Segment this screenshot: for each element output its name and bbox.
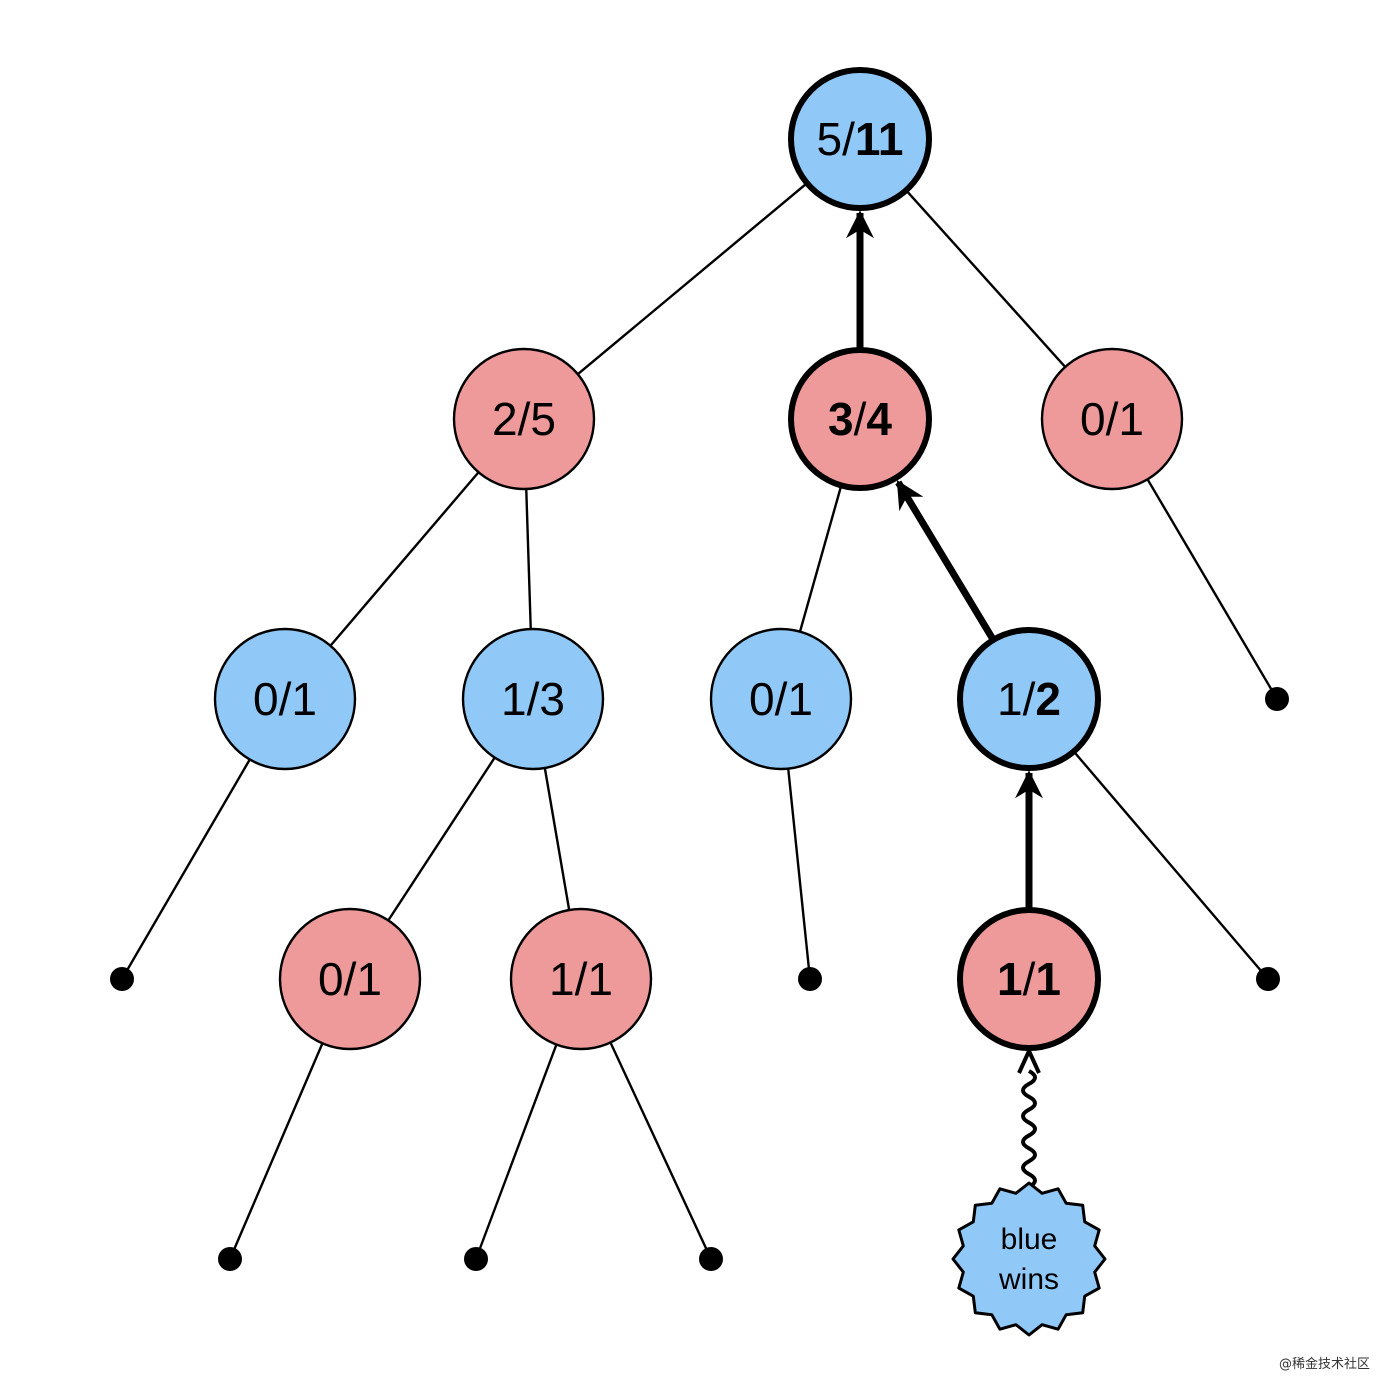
node-slash-n5: /	[527, 673, 540, 725]
simulation-layer: blue wins	[951, 1046, 1107, 1337]
node-label-n2: 3/4	[828, 393, 892, 445]
node-wins-n10: 1	[997, 953, 1023, 1005]
unexpanded-leaf-leaf1	[1265, 687, 1289, 711]
node-slash-n8: /	[344, 953, 357, 1005]
tree-edge-n5-n8	[387, 756, 496, 922]
tree-edge-root-n1	[577, 182, 807, 376]
tree-node-n10: 1/1	[957, 907, 1101, 1051]
node-label-n1: 2/5	[492, 393, 556, 445]
node-label-n8: 0/1	[318, 953, 382, 1005]
node-wins-n5: 1	[501, 673, 527, 725]
tree-edge-n6-leaf3	[787, 768, 812, 980]
node-circle-n5	[461, 627, 605, 771]
node-wins-n6: 0	[749, 673, 775, 725]
node-circle-n10	[957, 907, 1101, 1051]
node-visits-n2: 4	[866, 393, 892, 445]
simulation-result-burst	[951, 1181, 1107, 1337]
tree-node-n2: 3/4	[788, 347, 932, 491]
tree-edge-n3-leaf1	[1146, 478, 1279, 700]
node-visits-n5: 3	[539, 673, 565, 725]
tree-node-n5: 1/3	[461, 627, 605, 771]
node-visits-n4: 1	[291, 673, 317, 725]
tree-node-n3: 0/1	[1040, 347, 1184, 491]
tree-edge-root-n3	[905, 190, 1067, 368]
node-visits-n1: 5	[530, 393, 556, 445]
node-visits-n8: 1	[356, 953, 382, 1005]
node-visits-n3: 1	[1118, 393, 1144, 445]
leaves-layer	[110, 687, 1289, 1271]
node-wins-n9: 1	[549, 953, 575, 1005]
unexpanded-leaf-leaf7	[699, 1247, 723, 1271]
node-circle-n2	[788, 347, 932, 491]
node-wins-n3: 0	[1080, 393, 1106, 445]
node-circle-root	[788, 67, 932, 211]
tree-edge-n4-leaf2	[120, 758, 251, 980]
tree-edge-n9-leaf7	[609, 1041, 713, 1260]
node-wins-n8: 0	[318, 953, 344, 1005]
node-slash-n1: /	[518, 393, 531, 445]
node-label-n6: 0/1	[749, 673, 813, 725]
node-label-n9: 1/1	[549, 953, 613, 1005]
node-slash-n2: /	[854, 393, 867, 445]
node-circle-n1	[452, 347, 596, 491]
tree-node-root: 5/11	[788, 67, 932, 211]
node-slash-root: /	[842, 113, 855, 165]
unexpanded-leaf-leaf6	[464, 1247, 488, 1271]
node-visits-n9: 1	[587, 953, 613, 1005]
simulation-result-line2: wins	[998, 1263, 1059, 1296]
node-slash-n7: /	[1023, 673, 1036, 725]
tree-node-n7: 1/2	[957, 627, 1101, 771]
node-wins-root: 5	[816, 113, 842, 165]
node-label-n4: 0/1	[253, 673, 317, 725]
tree-edge-n1-n4	[329, 471, 480, 647]
tree-node-n9: 1/1	[509, 907, 653, 1051]
simulation-result-line1: blue	[1001, 1223, 1058, 1256]
tree-edge-n5-n9	[543, 767, 571, 911]
node-wins-n7: 1	[997, 673, 1023, 725]
tree-edge-n8-leaf5	[228, 1042, 324, 1260]
simulation-squiggle	[1021, 1069, 1037, 1189]
node-visits-root: 11	[855, 113, 904, 165]
tree-edge-n2-n6	[798, 486, 843, 632]
node-label-n7: 1/2	[997, 673, 1061, 725]
node-wins-n4: 0	[253, 673, 279, 725]
node-visits-n6: 1	[787, 673, 813, 725]
watermark: @稀金技术社区	[1278, 1357, 1370, 1372]
tree-edge-n1-n5	[525, 488, 532, 630]
node-slash-n4: /	[279, 673, 292, 725]
node-circle-n3	[1040, 347, 1184, 491]
node-circle-n9	[509, 907, 653, 1051]
node-slash-n6: /	[775, 673, 788, 725]
tree-node-n6: 0/1	[709, 627, 853, 771]
node-label-n3: 0/1	[1080, 393, 1144, 445]
unexpanded-leaf-leaf2	[110, 967, 134, 991]
tree-edge-n7-leaf4	[1073, 751, 1269, 980]
node-visits-n7: 2	[1035, 673, 1061, 725]
node-slash-n9: /	[575, 953, 588, 1005]
node-circle-n8	[278, 907, 422, 1051]
tree-node-n1: 2/5	[452, 347, 596, 491]
node-label-root: 5/11	[816, 113, 903, 165]
node-visits-n10: 1	[1035, 953, 1061, 1005]
unexpanded-leaf-leaf3	[798, 967, 822, 991]
node-wins-n2: 3	[828, 393, 854, 445]
tree-node-n8: 0/1	[278, 907, 422, 1051]
tree-edge-n9-leaf6	[474, 1044, 558, 1260]
node-slash-n3: /	[1106, 393, 1119, 445]
unexpanded-leaf-leaf4	[1256, 967, 1280, 991]
simulation-arrowhead	[1017, 1046, 1041, 1074]
node-circle-n7	[957, 627, 1101, 771]
node-slash-n10: /	[1023, 953, 1036, 1005]
edges-layer	[120, 182, 1279, 1260]
node-label-n10: 1/1	[997, 953, 1061, 1005]
node-circle-n4	[213, 627, 357, 771]
backprop-edge-n7-to-n2	[895, 479, 996, 641]
node-label-n5: 1/3	[501, 673, 565, 725]
node-circle-n6	[709, 627, 853, 771]
node-wins-n1: 2	[492, 393, 518, 445]
unexpanded-leaf-leaf5	[218, 1247, 242, 1271]
tree-node-n4: 0/1	[213, 627, 357, 771]
